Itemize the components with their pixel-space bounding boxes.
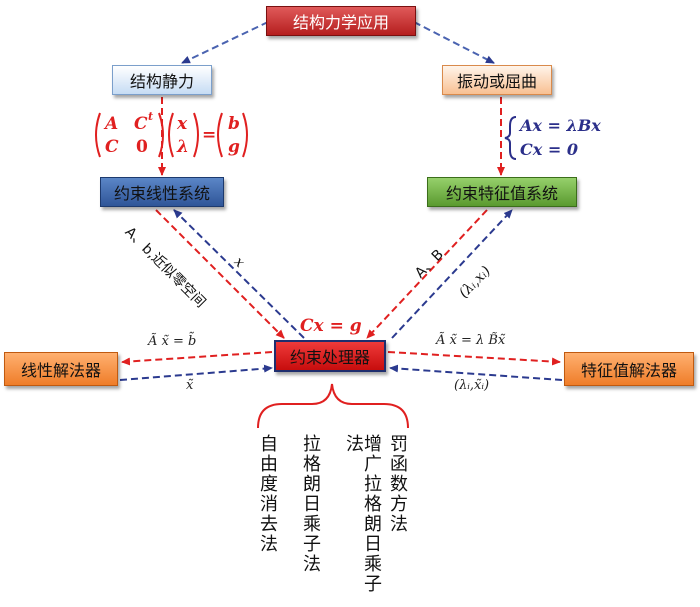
structural-static-label: 结构静力 (129, 72, 194, 91)
arrow-processor-to-linsolver (121, 351, 273, 366)
constrained-eigen-system-label: 约束特征值系统 (445, 184, 558, 203)
label-reduced-linear-equation: Ã x̃ = b̃ (148, 334, 197, 349)
eigen-equation-2: Cx = 0 (520, 140, 578, 159)
structural-application-box: 结构力学应用 (266, 6, 416, 36)
method-augmented-lagrange: 增广拉格朗日乘子法 (343, 434, 382, 594)
eigen-solver-label: 特征值解法器 (580, 361, 677, 380)
vector-x: x (177, 114, 188, 134)
eigen-solver-box: 特征值解法器 (564, 352, 694, 386)
label-reduced-x: x̃ (186, 378, 194, 393)
constrained-linear-system-box: 约束线性系统 (100, 177, 224, 207)
eigen-brace (504, 116, 517, 160)
matrix-equals: = (202, 125, 217, 145)
constraint-equation: Cx = g (300, 316, 362, 336)
arrow-app-to-static (181, 21, 269, 64)
matrix-C-transpose: C (134, 114, 148, 134)
constrained-linear-system-label: 约束线性系统 (113, 184, 210, 203)
label-reduced-eigen-pair: (λᵢ,x̃ᵢ) (454, 378, 490, 393)
arrow-processor-to-eigen (391, 209, 513, 339)
linear-solver-label: 线性解法器 (20, 361, 101, 380)
arrow-eigsolver-to-processor (389, 364, 563, 381)
constrained-eigen-system-box: 约束特征值系统 (427, 177, 577, 207)
eigen-equation-1: Ax = λBx (520, 116, 601, 135)
structural-application-label: 结构力学应用 (292, 13, 389, 32)
vector-lambda: λ (177, 137, 189, 157)
methods-brace (257, 383, 409, 429)
matrix-C: C (105, 137, 119, 157)
constraint-processor-box: 约束处理器 (274, 340, 386, 372)
arrow-app-to-vibration (413, 21, 495, 64)
method-lagrange-multiplier: 拉格朗日乘子法 (300, 434, 321, 574)
arrow-linear-to-processor (155, 209, 285, 339)
arrow-eigen-to-processor (366, 209, 488, 339)
vector-b: b (228, 114, 240, 134)
matrix-transpose-mark: t (148, 110, 154, 123)
constraint-processor-label: 约束处理器 (289, 348, 370, 367)
matrix-A: A (105, 114, 119, 134)
structural-static-box: 结构静力 (112, 65, 212, 95)
matrix-zero: 0 (136, 137, 148, 157)
method-penalty-function: 罚函数方法 (387, 434, 408, 534)
vibration-buckling-label: 振动或屈曲 (456, 72, 537, 91)
matrix-brackets (95, 112, 248, 158)
vector-g: g (228, 137, 240, 157)
method-dof-elimination: 自由度消去法 (257, 434, 278, 554)
vibration-buckling-box: 振动或屈曲 (442, 65, 552, 95)
arrow-processor-to-linear (173, 209, 305, 339)
arrow-linsolver-to-processor (119, 364, 273, 381)
label-reduced-eigen-equation: Ã x̃ = λ B̃x̃ (436, 333, 506, 348)
arrow-processor-to-eigsolver (387, 351, 561, 366)
linear-solver-box: 线性解法器 (4, 352, 118, 386)
